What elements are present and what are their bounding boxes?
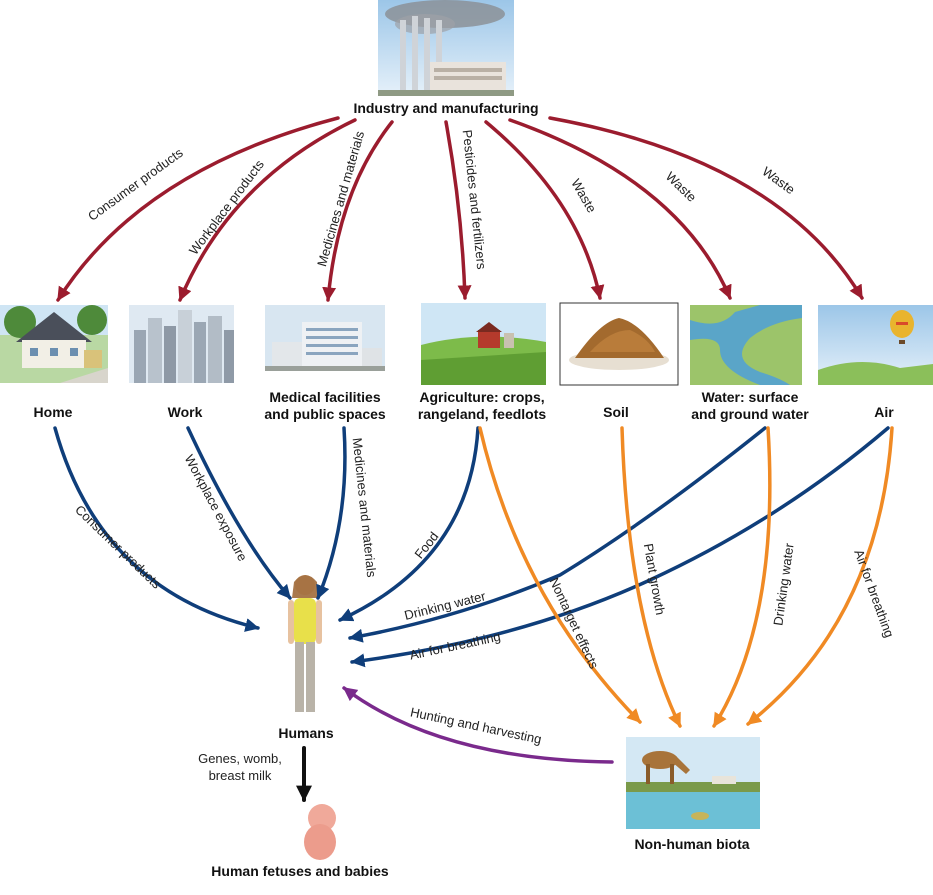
edge-biota-humans-label: Hunting and harvesting <box>409 704 543 746</box>
edge-work-humans-label: Workplace exposure <box>182 452 251 563</box>
node-biota-label: Non-human biota <box>634 836 749 852</box>
edge-industry-medical-label: Medicines and materials <box>314 129 367 268</box>
arrow-air-biota <box>746 426 894 726</box>
edge-humans-fetuses-label-line1: Genes, womb, <box>198 751 282 766</box>
node-humans-label: Humans <box>278 725 333 741</box>
arrow-industry-work <box>178 118 357 302</box>
farm-icon <box>421 303 546 385</box>
node-medical-label-line2: and public spaces <box>264 406 386 422</box>
fetus-icon <box>304 804 336 860</box>
arrow-medical-humans <box>316 426 347 600</box>
node-work-label: Work <box>168 404 203 420</box>
arrow-industry-air <box>548 116 864 300</box>
node-home-label: Home <box>34 404 73 420</box>
arrow-home-humans <box>53 426 260 632</box>
arrow-industry-soil <box>484 120 605 300</box>
edge-soil-biota-label: Plant growth <box>641 542 668 616</box>
hot-air-balloon-icon <box>818 305 933 385</box>
edge-water-humans-label: Drinking water <box>403 588 488 623</box>
arrow-soil-biota <box>620 426 682 728</box>
node-medical-label-line1: Medical facilities <box>269 389 380 405</box>
node-soil-label: Soil <box>603 404 629 420</box>
river-icon <box>690 305 802 385</box>
edge-air-biota-label: Air for breathing <box>851 547 897 639</box>
arrow-air-humans <box>350 426 890 668</box>
edge-industry-air-label: Waste <box>760 164 798 198</box>
woman-icon <box>288 575 322 712</box>
node-fetuses-label: Human fetuses and babies <box>211 863 389 879</box>
office-buildings-icon <box>129 305 234 383</box>
arrow-agriculture-biota <box>478 426 642 724</box>
arrow-biota-humans <box>342 686 614 764</box>
house-icon <box>0 305 108 383</box>
arrow-water-biota <box>712 426 772 728</box>
edge-industry-agriculture-label: Pesticides and fertilizers <box>460 129 490 270</box>
edge-home-humans-label: Consumer products <box>72 502 164 592</box>
arrow-water-humans <box>348 426 767 643</box>
edge-industry-water-label: Waste <box>663 169 700 205</box>
arrow-industry-agriculture <box>444 120 472 300</box>
edge-medical-humans-label: Medicines and materials <box>350 437 380 578</box>
arrow-industry-home <box>56 116 340 302</box>
deer-icon <box>626 737 760 829</box>
node-agriculture-label-line2: rangeland, feedlots <box>418 406 547 422</box>
arrow-work-humans <box>186 426 292 600</box>
edge-water-biota-label: Drinking water <box>770 542 797 627</box>
soil-pile-icon <box>559 302 679 386</box>
node-industry-label: Industry and manufacturing <box>353 100 538 116</box>
edge-industry-soil-label: Waste <box>568 176 599 215</box>
node-water-label-line2: and ground water <box>691 406 809 422</box>
edge-air-humans-label: Air for breathing <box>408 629 502 663</box>
edge-humans-fetuses-label-line2: breast milk <box>209 768 272 783</box>
arrow-industry-water <box>508 118 732 300</box>
node-air-label: Air <box>874 404 894 420</box>
node-water-label-line1: Water: surface <box>702 389 799 405</box>
node-agriculture-label-line1: Agriculture: crops, <box>419 389 544 405</box>
arrow-agriculture-humans <box>338 426 480 622</box>
factory-icon <box>378 0 514 96</box>
edge-agriculture-biota-label: Nontarget effects <box>546 575 602 671</box>
hospital-icon <box>265 305 385 371</box>
arrow-industry-medical <box>322 120 394 302</box>
